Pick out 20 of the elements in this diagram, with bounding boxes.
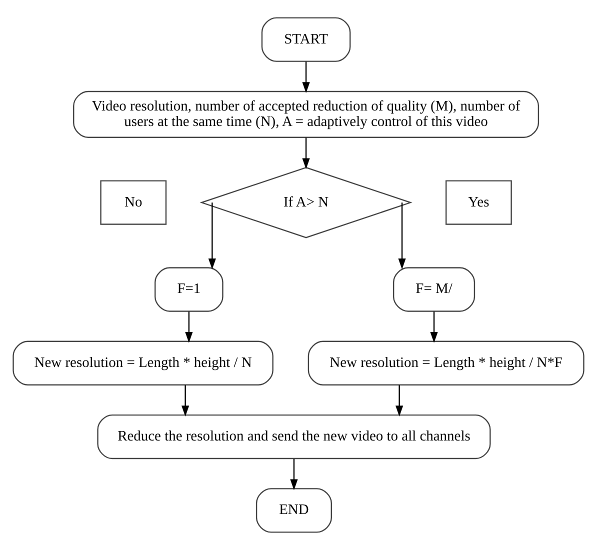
arrow: [208, 202, 216, 270]
arrow: [430, 312, 438, 343]
node-box: Video resolution, number of accepted reduction of quality (M), number of users at the same time (N), A = adaptively control of this video: [73, 90, 540, 138]
node-diamond: If A> N: [200, 166, 412, 238]
node-box: END: [256, 488, 332, 533]
arrow: [302, 138, 310, 170]
node-box: F=1: [154, 267, 224, 312]
node-box: No: [100, 180, 167, 225]
arrow: [182, 385, 190, 417]
arrow: [185, 312, 193, 343]
node-box: New resolution = Length * height / N*F: [308, 340, 584, 386]
arrow: [396, 385, 404, 417]
node-box: New resolution = Length * height / N: [12, 340, 274, 386]
node-box: F= M/: [392, 267, 476, 312]
node-box: START: [261, 17, 351, 62]
node-box: Reduce the resolution and send the new video to all channels: [97, 414, 491, 460]
arrow: [290, 458, 298, 490]
node-box: Yes: [446, 180, 512, 225]
arrow: [302, 62, 310, 94]
arrow: [398, 202, 406, 270]
